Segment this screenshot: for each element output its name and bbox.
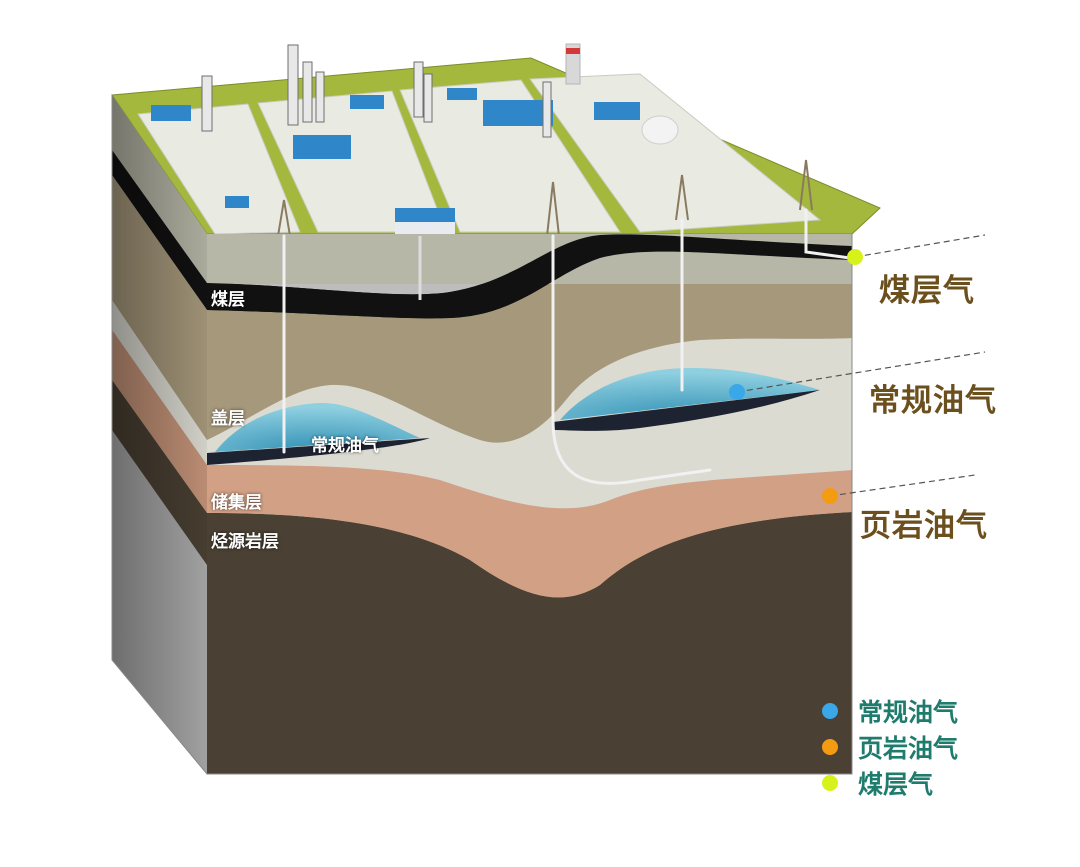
label-coalbed-gas: 煤层气 bbox=[879, 273, 975, 309]
leader-lines bbox=[736, 234, 986, 497]
legend-item-coalbed: 煤层气 bbox=[822, 765, 958, 801]
label-conventional-pool: 常规油气 bbox=[311, 436, 379, 456]
legend-item-conventional: 常规油气 bbox=[822, 693, 958, 729]
conventional-pool-right bbox=[560, 368, 820, 420]
well-horizontal-shale bbox=[551, 234, 712, 485]
conventional-dark-left bbox=[207, 438, 430, 465]
well-coalbed bbox=[804, 208, 852, 260]
legend: 常规油气 页岩油气 煤层气 bbox=[822, 693, 958, 801]
industrial-towers bbox=[201, 44, 552, 138]
reservoir-layer bbox=[207, 465, 852, 598]
conventional-dark-right bbox=[553, 390, 820, 431]
strata-front bbox=[207, 234, 852, 774]
wellbores bbox=[282, 208, 852, 485]
legend-dot-conventional bbox=[822, 703, 838, 719]
label-conventional-oil-gas: 常规油气 bbox=[869, 383, 997, 419]
label-coal-seam: 煤层 bbox=[211, 290, 245, 310]
mudstone-layer bbox=[207, 251, 852, 443]
block-outline bbox=[111, 95, 853, 775]
legend-dot-shale bbox=[822, 739, 838, 755]
legend-dot-coalbed bbox=[822, 775, 838, 791]
shale-marker bbox=[822, 488, 838, 504]
conventional-pool-left bbox=[215, 402, 420, 452]
source-rock-layer bbox=[207, 512, 852, 774]
legend-label: 页岩油气 bbox=[858, 734, 959, 763]
legend-label: 煤层气 bbox=[858, 770, 934, 799]
label-shale-oil-gas: 页岩油气 bbox=[860, 508, 988, 544]
label-reservoir: 储集层 bbox=[211, 493, 262, 513]
label-cap-rock: 盖层 bbox=[211, 409, 245, 429]
legend-item-shale: 页岩油气 bbox=[822, 729, 958, 765]
well-derricks bbox=[277, 159, 813, 237]
label-source-rock: 烃源岩层 bbox=[211, 532, 279, 552]
conventional-marker bbox=[729, 384, 745, 400]
coalbed-gas-marker bbox=[847, 249, 863, 265]
legend-label: 常规油气 bbox=[858, 698, 959, 727]
